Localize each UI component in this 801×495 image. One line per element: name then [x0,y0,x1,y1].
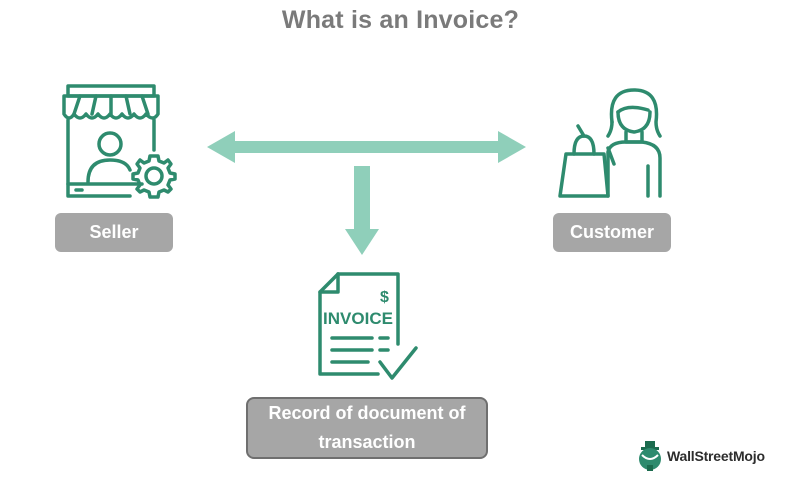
storefront-seller-icon [62,84,177,199]
record-label: Record of document of transaction [246,397,488,459]
invoice-document-icon: $ INVOICE [318,272,418,380]
customer-label: Customer [553,213,671,252]
invoice-heading: INVOICE [323,309,393,328]
down-arrow [345,166,379,255]
shopper-woman-icon [558,88,662,198]
brand-logo-icon [639,441,661,471]
brand-logo: WallStreetMojo [637,441,765,471]
bidirectional-arrow [207,131,526,163]
currency-symbol: $ [380,289,389,306]
diagram-title: What is an Invoice? [281,6,520,34]
seller-label: Seller [55,213,173,252]
brand-name: WallStreetMojo [667,448,765,464]
